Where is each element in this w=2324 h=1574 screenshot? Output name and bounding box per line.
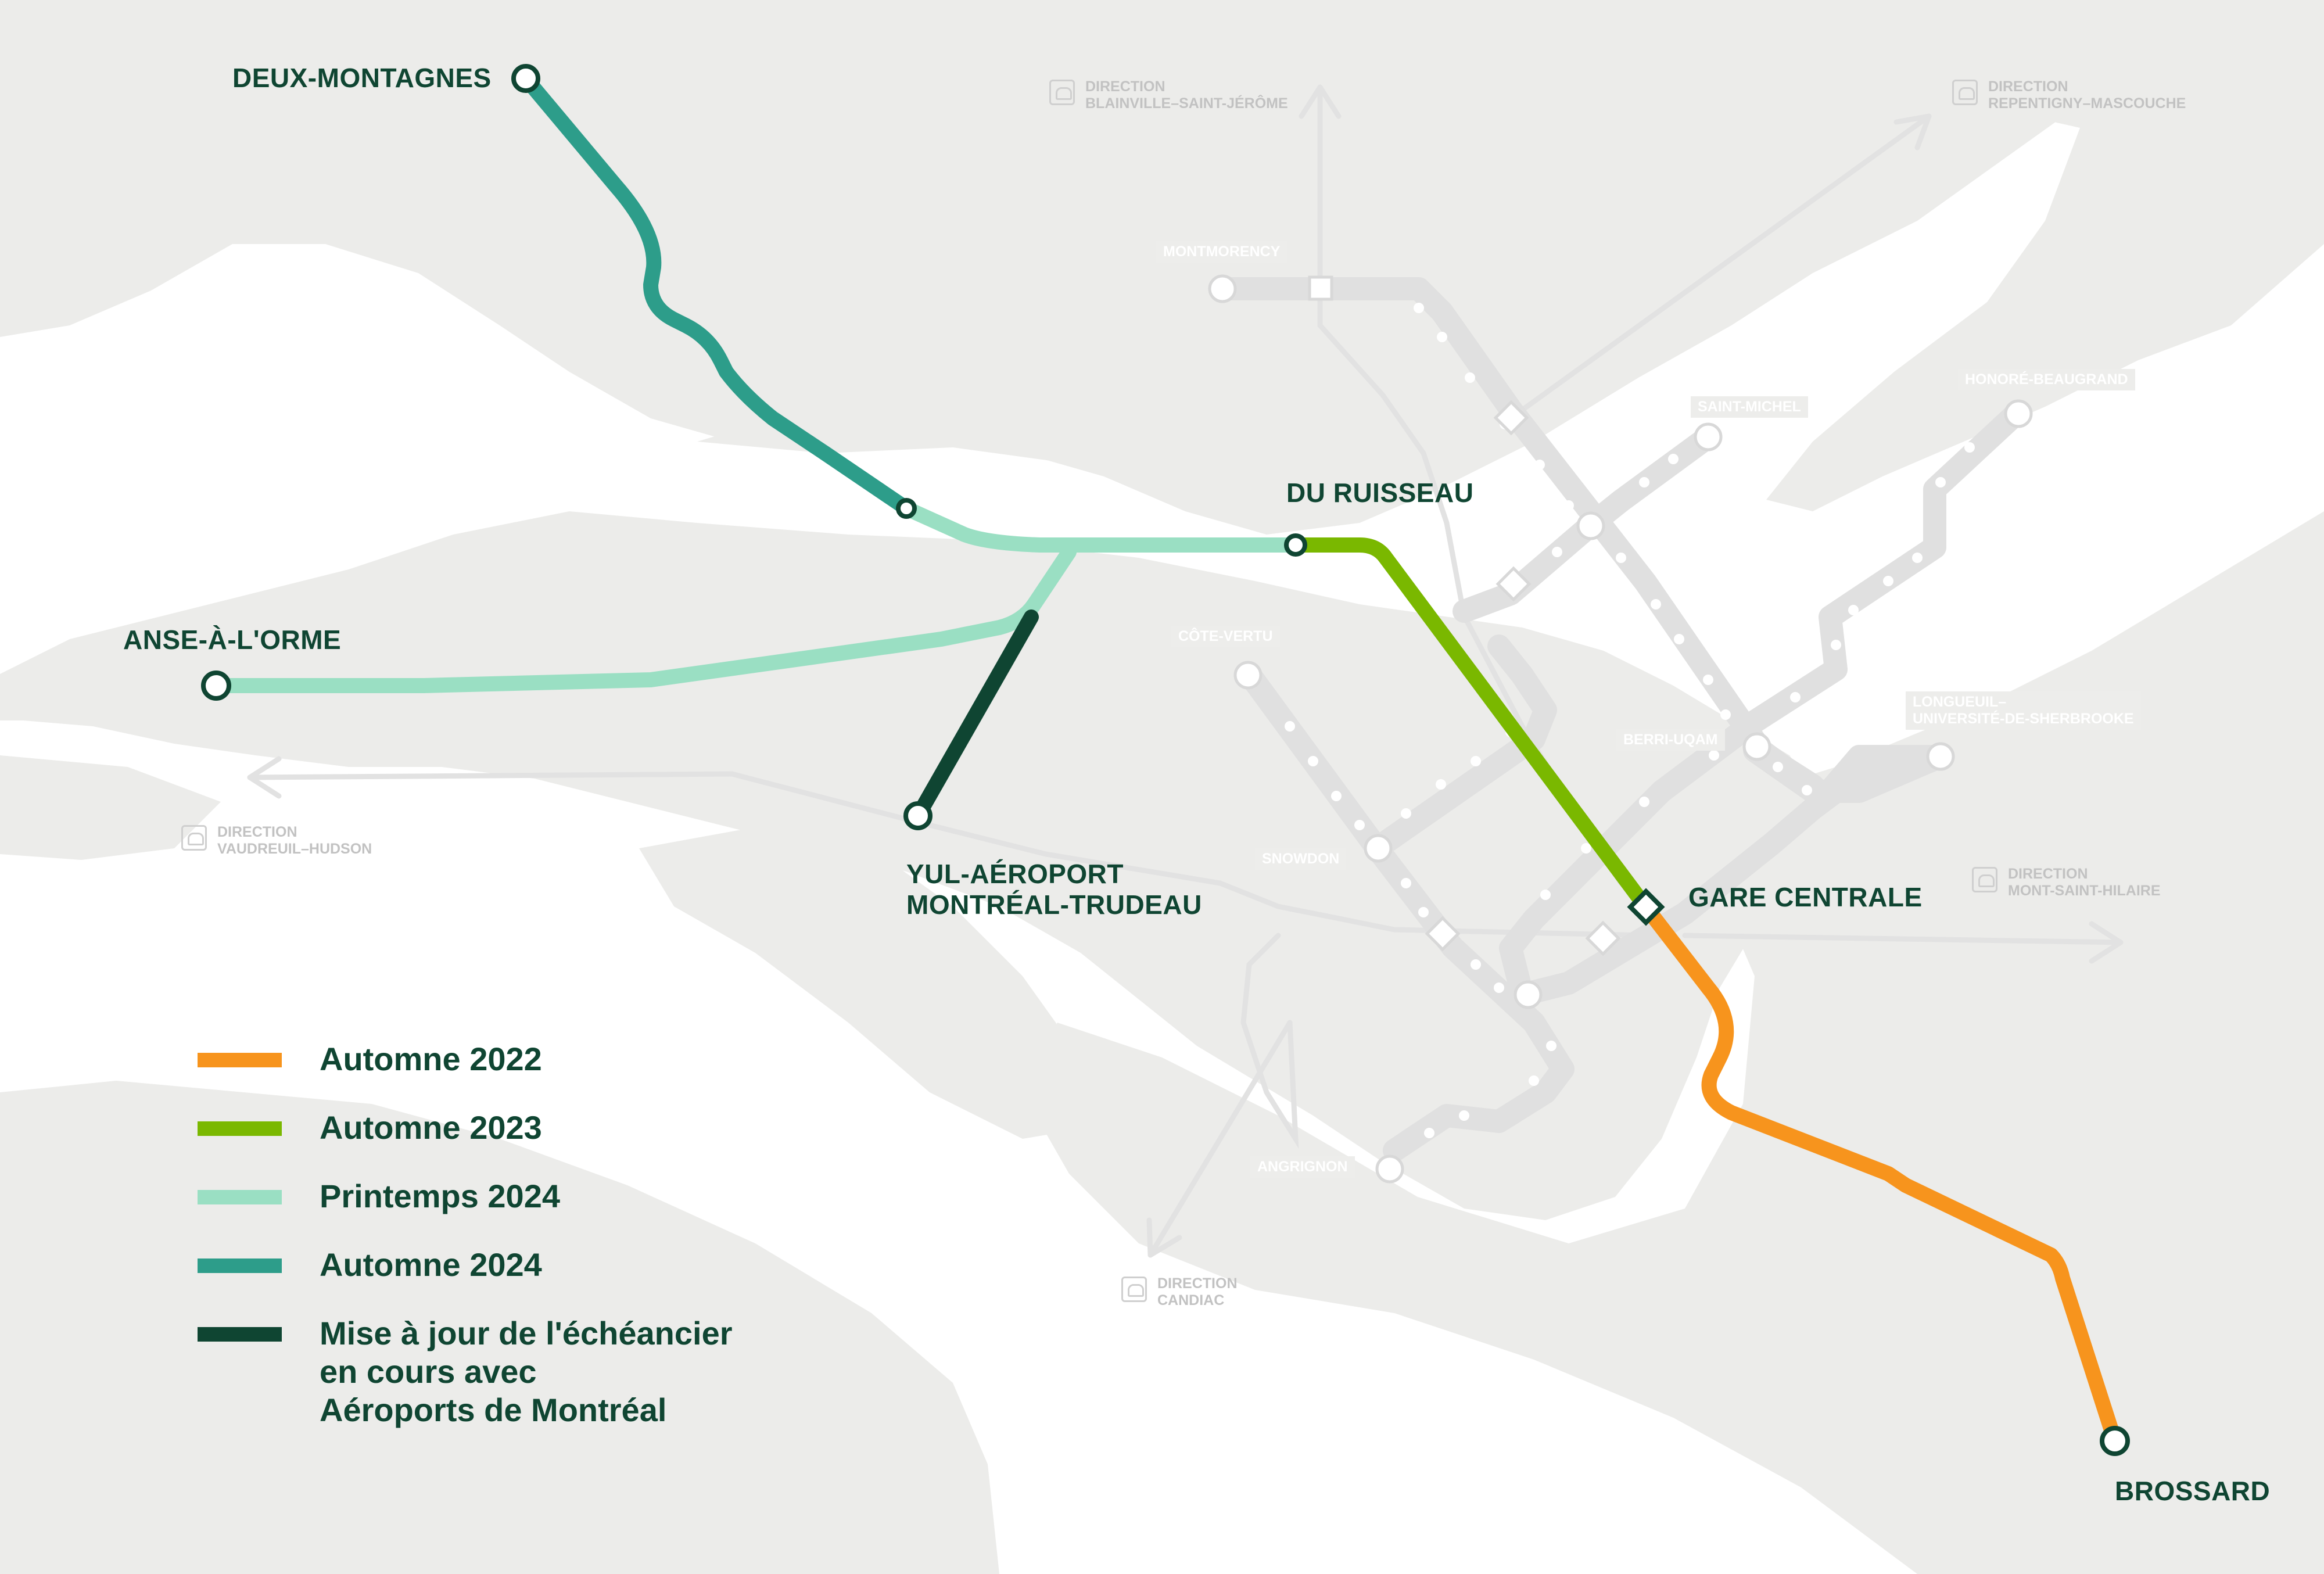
direction-blainville-label: DIRECTION xyxy=(1085,78,1165,95)
label-deux-montagnes: DEUX-MONTAGNES xyxy=(232,63,492,93)
metro-label-berri-uqam: BERRI-UQAM xyxy=(1616,729,1725,751)
train-icon xyxy=(1049,80,1075,105)
arrow-candiac-head xyxy=(1146,1217,1182,1258)
metro-jean-talon-circle xyxy=(1576,511,1605,540)
metro-label-snowdon: SNOWDON xyxy=(1255,848,1347,870)
track-exo-north xyxy=(1317,282,1624,886)
legend-swatch-autumn-2024 xyxy=(198,1259,282,1273)
metro-saint-michel-circle xyxy=(1694,422,1723,451)
direction-candiac: DIRECTION CANDIAC xyxy=(1121,1275,1238,1309)
rem-spring-2024-west xyxy=(209,544,1077,693)
rem-station-markers xyxy=(201,64,2130,1456)
du-ruisseau-marker xyxy=(1284,533,1307,557)
land-laval xyxy=(697,279,1638,488)
label-du-ruisseau: DU RUISSEAU xyxy=(1286,478,1474,508)
metro-yellow-line xyxy=(1743,739,1952,803)
legend-swatch-autumn-2022 xyxy=(198,1053,282,1067)
direction-repentigny-label: DIRECTION xyxy=(1988,78,2068,95)
rem-autumn-2023 xyxy=(1288,537,1653,914)
label-yul-line2: MONTRÉAL-TRUDEAU xyxy=(906,889,1202,920)
legend-label: Automne 2024 xyxy=(320,1246,542,1283)
interchange-squares xyxy=(1308,275,1621,956)
direction-mont-saint-hilaire: DIRECTION MONT-SAINT-HILAIRE xyxy=(1972,866,2161,899)
metro-honore-circle xyxy=(2004,399,2033,428)
direction-repentigny-name: REPENTIGNY–MASCOUCHE xyxy=(1988,95,2186,112)
direction-vaudreuil-label: DIRECTION xyxy=(217,824,297,840)
metro-berri-circle xyxy=(1742,732,1771,761)
arrow-repentigny xyxy=(1508,113,1932,421)
direction-vaudreuil: DIRECTION VAUDREUIL–HUDSON xyxy=(181,824,372,858)
land-north-east xyxy=(1511,0,2324,511)
direction-candiac-name: CANDIAC xyxy=(1157,1292,1225,1308)
train-icon xyxy=(1972,867,1997,892)
metro-label-angrignon: ANGRIGNON xyxy=(1250,1156,1355,1178)
land-south-shore xyxy=(1023,511,2324,1574)
metro-label-longueuil-1: LONGUEUIL– xyxy=(1913,694,2007,710)
rem-spring-2024-main xyxy=(899,501,1303,553)
direction-msh-label: DIRECTION xyxy=(2008,866,2088,882)
metro-longueuil-circle xyxy=(1926,742,1955,771)
legend-swatch-pending xyxy=(198,1327,282,1342)
rem-autumn-2024 xyxy=(518,71,914,516)
direction-msh-name: MONT-SAINT-HILAIRE xyxy=(2008,882,2161,899)
metro-lionel-circle xyxy=(1514,980,1543,1009)
arrow-vaudreuil-head xyxy=(247,756,282,799)
direction-vaudreuil-name: VAUDREUIL–HUDSON xyxy=(217,840,372,857)
train-icon xyxy=(1952,80,1978,105)
direction-blainville-name: BLAINVILLE–SAINT-JÉRÔME xyxy=(1085,95,1288,112)
metro-label-longueuil: LONGUEUIL– UNIVERSITÉ-DE-SHERBROOKE xyxy=(1906,691,2141,730)
arrow-msh-head xyxy=(2089,921,2124,964)
legend-label: Printemps 2024 xyxy=(320,1178,560,1214)
legend-swatch-autumn-2023 xyxy=(198,1121,282,1136)
direction-repentigny: DIRECTION REPENTIGNY–MASCOUCHE xyxy=(1952,78,2186,112)
arrow-repentigny-head xyxy=(1893,113,1932,150)
metro-station-dots xyxy=(1285,303,1975,1138)
metro-angrignon-circle xyxy=(1375,1154,1404,1184)
metro-montmorency-circle xyxy=(1208,274,1237,303)
rem-lines xyxy=(209,71,2122,1448)
legend-label: Automne 2022 xyxy=(320,1041,542,1077)
metro-cote-vertu-circle xyxy=(1233,661,1263,690)
rem-autumn-2022 xyxy=(1638,899,2122,1448)
legend-label: Automne 2023 xyxy=(320,1109,542,1146)
anchor-marker xyxy=(896,498,917,519)
metro-label-longueuil-2: UNIVERSITÉ-DE-SHERBROOKE xyxy=(1913,710,2134,727)
label-brossard: BROSSARD xyxy=(2115,1476,2271,1506)
land-perrot xyxy=(639,825,1092,1139)
legend-label: Mise à jour de l'échéancier en cours ave… xyxy=(320,1315,733,1429)
metro-green-line xyxy=(1499,402,2028,1006)
deux-montagnes-marker xyxy=(511,64,540,93)
metro-snowdon-circle xyxy=(1364,834,1393,863)
metro-label-cote-vertu: CÔTE-VERTU xyxy=(1171,626,1280,647)
yul-marker xyxy=(903,801,933,830)
metro-label-saint-michel: SAINT-MICHEL xyxy=(1691,396,1808,418)
direction-candiac-label: DIRECTION xyxy=(1157,1275,1238,1292)
arrow-candiac xyxy=(1147,1020,1293,1258)
train-icon xyxy=(1121,1277,1147,1302)
track-exo-south xyxy=(1240,933,1299,1149)
arrow-msh xyxy=(1682,933,2124,945)
label-gare-centrale: GARE CENTRALE xyxy=(1688,882,1923,912)
metro-orange-west-link xyxy=(1365,634,1557,860)
arrow-blainville-head xyxy=(1299,84,1342,119)
anse-a-lorme-marker xyxy=(201,671,231,701)
arrow-vaudreuil xyxy=(247,771,735,780)
gare-centrale-marker xyxy=(1627,888,1665,926)
legend-swatch-spring-2024 xyxy=(198,1190,282,1204)
train-icon xyxy=(181,825,207,851)
land-west-edge xyxy=(0,755,221,860)
brossard-marker xyxy=(2100,1426,2130,1456)
label-yul: YUL-AÉROPORT MONTRÉAL-TRUDEAU xyxy=(906,859,1202,920)
label-anse-a-lorme: ANSE-À-L'ORME xyxy=(123,625,342,655)
land-north xyxy=(0,0,2150,535)
metro-label-montmorency: MONTMORENCY xyxy=(1156,241,1287,263)
label-yul-line1: YUL-AÉROPORT xyxy=(906,859,1124,889)
rem-pending xyxy=(910,609,1039,823)
direction-blainville: DIRECTION BLAINVILLE–SAINT-JÉRÔME xyxy=(1049,78,1288,112)
metro-terminal-circles xyxy=(1208,274,2033,1184)
metro-label-honore-beaugrand: HONORÉ-BEAUGRAND xyxy=(1958,369,2135,390)
